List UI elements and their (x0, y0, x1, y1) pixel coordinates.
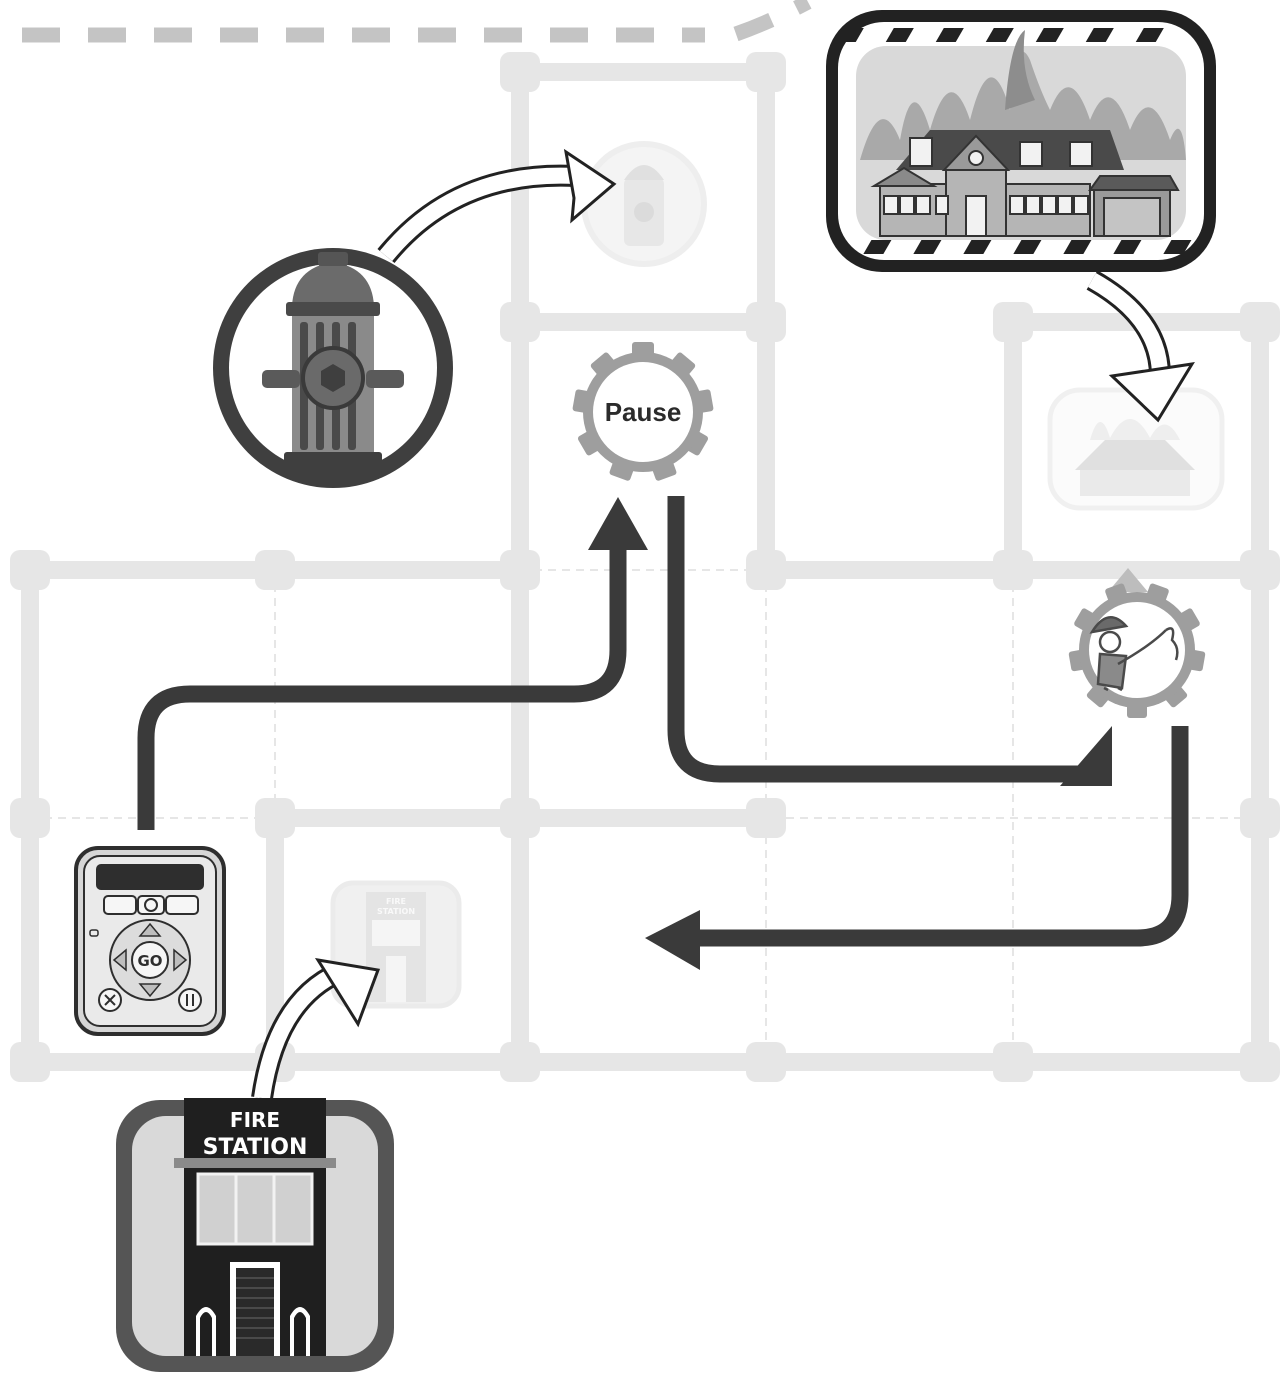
remote-control: GO (74, 846, 226, 1036)
ghost-station-line1: FIRE (386, 897, 406, 906)
remote-pause-icon (178, 988, 202, 1012)
fire-station-sign-line2: STATION (203, 1135, 308, 1160)
arrowhead-up (588, 497, 648, 550)
path-firefighter-to-left (690, 726, 1189, 947)
path-arrows (137, 496, 1189, 947)
fire-station-sign-line1: FIRE (230, 1108, 280, 1132)
arrow-house-to-target (1086, 270, 1195, 423)
hydrant-ghost-icon (581, 141, 707, 267)
house-icon (870, 130, 1180, 237)
arrowhead-right (1060, 726, 1112, 786)
path-remote-to-pause (137, 540, 627, 830)
path-pause-to-firefighter (667, 496, 1078, 783)
fire-station-icon: FIRE STATION (116, 1098, 394, 1372)
ghost-station-line2: STATION (377, 907, 415, 916)
path-arrowheads (588, 497, 1112, 970)
pause-label: Pause (605, 397, 682, 427)
firefighter-card (1068, 568, 1206, 718)
burning-house-ghost-icon (1047, 387, 1225, 511)
pause-card: Pause (572, 342, 714, 481)
burning-house-card (826, 10, 1216, 272)
arrowhead-left (645, 910, 700, 970)
hydrant-icon (213, 248, 453, 488)
remote-go-label: GO (137, 952, 162, 970)
dashed-boundary (22, 0, 812, 43)
outline-arrows (251, 148, 1195, 1100)
arrow-station-to-target (251, 957, 381, 1100)
firefighter-icon (1089, 616, 1179, 692)
arrow-hydrant-to-target (377, 148, 617, 264)
